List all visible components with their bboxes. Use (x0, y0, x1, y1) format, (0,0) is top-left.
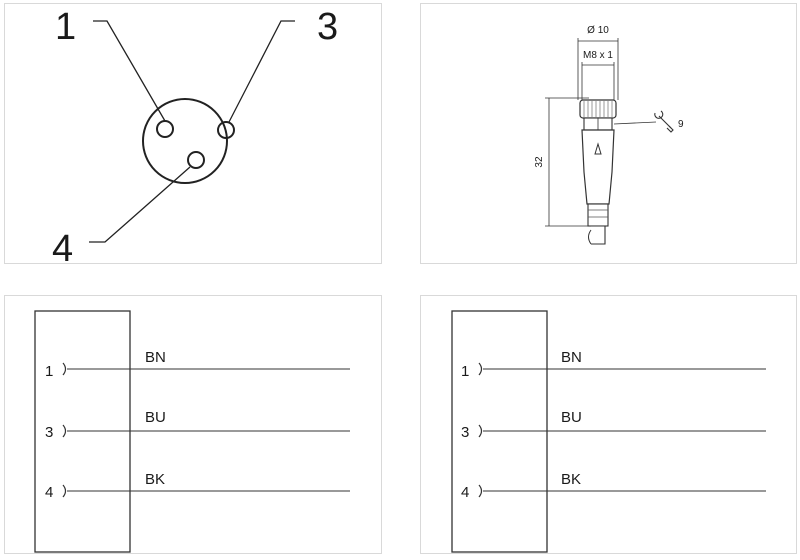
knurled-nut (579, 99, 617, 119)
dimension-panel: Ø 10 M8 x 1 32 (420, 3, 797, 264)
connector-face-outline (142, 98, 228, 184)
pinout-panel: 1 3 4 (4, 3, 382, 270)
socket-contact-icon (62, 424, 67, 438)
wiring-diagram-left: 1 BN 3 BU 4 BK (34, 310, 350, 553)
length-label: 32 (534, 156, 545, 168)
pin-1-contact (156, 120, 174, 138)
pinout-diagram: 1 3 4 (52, 6, 338, 270)
wrench-icon (654, 110, 674, 133)
wire-row: 4 BK (461, 471, 766, 501)
wiring-panel-left: 1 BN 3 BU 4 BK (4, 295, 382, 554)
strain-relief (587, 203, 609, 227)
diameter-label: Ø 10 (587, 25, 609, 36)
wire-row: 1 BN (461, 349, 766, 380)
pin-1-leader (93, 20, 166, 122)
wrench-callout-line (613, 121, 657, 125)
pin-3-label: 3 (317, 6, 338, 48)
pin-3-contact (217, 121, 235, 139)
wire-color-label: BN (145, 349, 166, 366)
wire-row: 4 BK (45, 471, 350, 501)
pin-4-contact (187, 151, 205, 169)
orientation-arrow-icon (594, 142, 602, 155)
cable-stub (591, 225, 606, 245)
pin-number: 3 (45, 424, 53, 441)
pin-3-leader (228, 20, 295, 123)
pin-1-label: 1 (55, 6, 76, 48)
wire-color-label: BU (561, 409, 582, 426)
wire-color-label: BU (145, 409, 166, 426)
wire-color-label: BN (561, 349, 582, 366)
dimension-drawing: Ø 10 M8 x 1 32 (534, 25, 684, 245)
pin-number: 1 (45, 363, 53, 380)
socket-contact-icon (478, 484, 483, 498)
socket-contact-icon (478, 362, 483, 376)
wire-color-label: BK (145, 471, 165, 488)
wire-color-label: BK (561, 471, 581, 488)
connector-body (581, 129, 615, 205)
wire-row: 3 BU (461, 409, 766, 441)
pin-number: 1 (461, 363, 469, 380)
wire-row: 1 BN (45, 349, 350, 380)
wiring-panel-right: 1 BN 3 BU 4 BK (420, 295, 797, 554)
pin-4-label: 4 (52, 228, 73, 265)
pin-number: 4 (461, 484, 469, 501)
wrench-size-label: 9 (678, 119, 684, 130)
socket-contact-icon (62, 362, 67, 376)
socket-contact-icon (62, 484, 67, 498)
wiring-diagram-right: 1 BN 3 BU 4 BK (451, 310, 766, 553)
wire-row: 3 BU (45, 409, 350, 441)
pin-4-leader (89, 166, 191, 243)
socket-contact-icon (478, 424, 483, 438)
pin-number: 3 (461, 424, 469, 441)
thread-label: M8 x 1 (583, 50, 613, 61)
pin-number: 4 (45, 484, 53, 501)
